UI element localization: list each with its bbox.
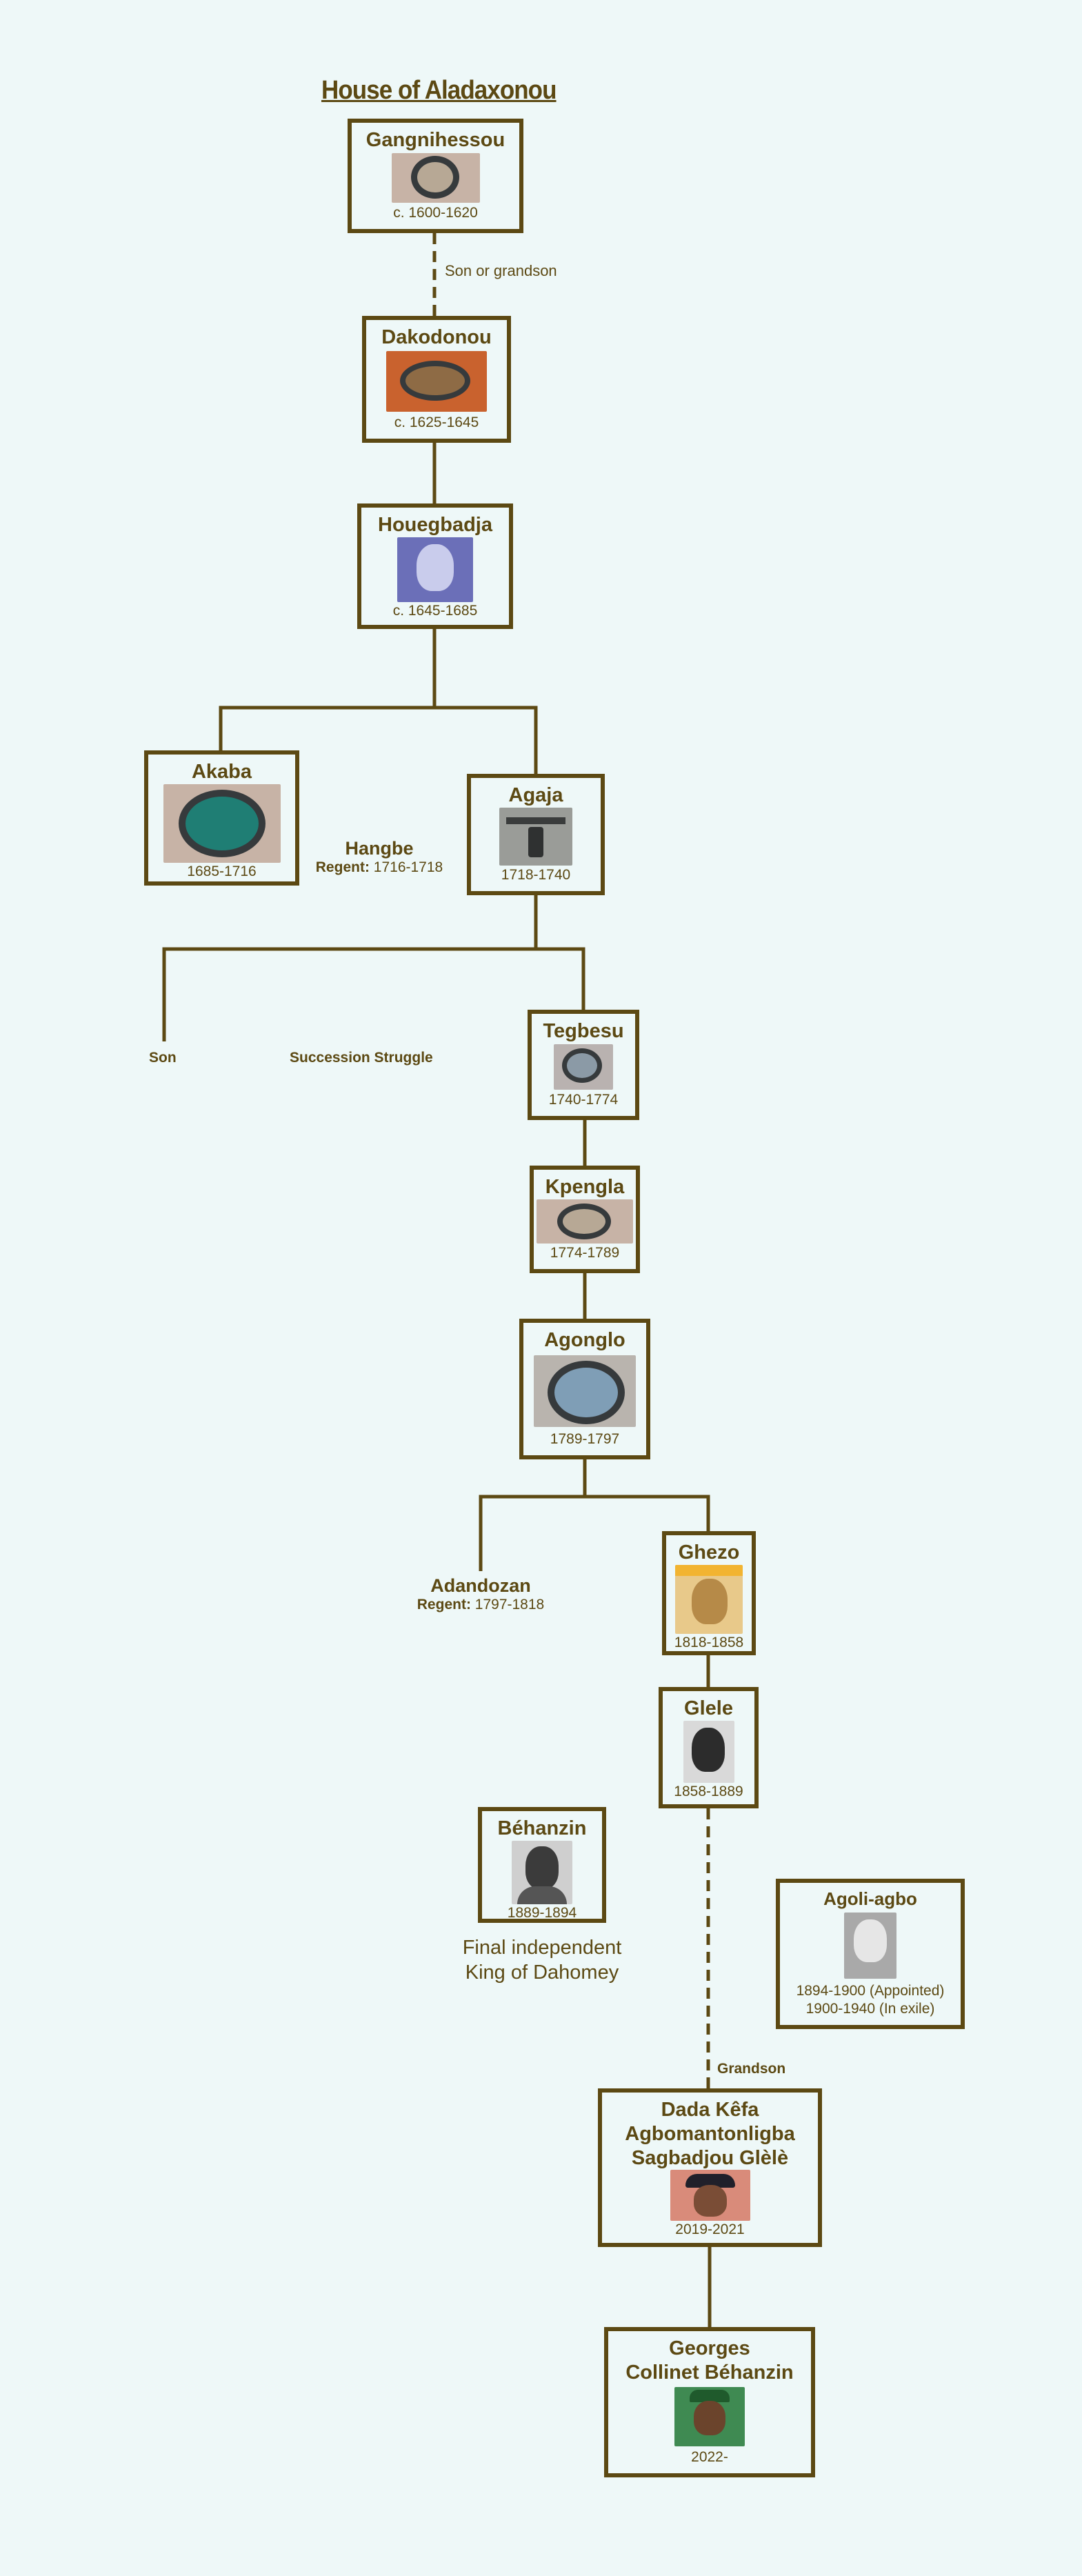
regent-dates: 1716-1718 xyxy=(373,859,443,875)
ruler-name-line-3: Sagbadjou Glèlè xyxy=(631,2146,789,2169)
ruler-akaba: Akaba 1685-1716 xyxy=(144,750,299,886)
note-line-2: King of Dahomey xyxy=(465,1961,619,1984)
note-final-king: Final independent King of Dahomey xyxy=(441,1935,643,1986)
connector-agaja-son xyxy=(162,947,536,1041)
ruler-dakodonou: Dakodonou c. 1625-1645 xyxy=(362,316,511,443)
ruler-agonglo: Agonglo 1789-1797 xyxy=(519,1319,650,1459)
emblem-image xyxy=(537,1199,633,1244)
regent-hangbe: Hangbe Regent: 1716-1718 xyxy=(303,838,455,876)
ruler-dadakefa: Dada Kêfa Agbomantonligba Sagbadjou Glèl… xyxy=(598,2088,822,2247)
label-son: Son xyxy=(149,1050,177,1066)
ruler-name: Glele xyxy=(684,1697,733,1719)
emblem-image xyxy=(386,351,487,412)
regent-adandozan: Adandozan Regent: 1797-1818 xyxy=(400,1575,561,1613)
ruler-name: Béhanzin xyxy=(497,1817,587,1839)
connector-agonglo-children xyxy=(479,1459,587,1571)
reign-dates-appointed: 1894-1900 (Appointed) xyxy=(796,1982,945,1999)
reign-dates: 1889-1894 xyxy=(507,1904,577,1921)
chart-title: House of Aladaxonou xyxy=(321,76,557,105)
ruler-agaja: Agaja 1718-1740 xyxy=(467,774,605,895)
portrait-image xyxy=(670,2170,750,2221)
emblem-image xyxy=(534,1355,636,1428)
reign-dates: 1685-1716 xyxy=(187,863,257,879)
reign-dates: c. 1625-1645 xyxy=(394,414,479,430)
ruler-behanzin: Béhanzin 1889-1894 xyxy=(478,1807,606,1923)
regent-label: Regent: xyxy=(417,1597,471,1613)
reign-dates-exile: 1900-1940 (In exile) xyxy=(805,2000,935,2017)
ruler-gangnihessou: Gangnihessou c. 1600-1620 xyxy=(348,119,523,233)
portrait-image xyxy=(397,537,473,602)
ruler-houegbadja: Houegbadja c. 1645-1685 xyxy=(357,503,513,629)
reign-dates: 1818-1858 xyxy=(674,1634,744,1650)
ruler-agoliagbo: Agoli-agbo 1894-1900 (Appointed) 1900-19… xyxy=(776,1879,965,2029)
label-succession-struggle: Succession Struggle xyxy=(290,1050,433,1066)
reign-dates: c. 1645-1685 xyxy=(392,602,478,619)
ruler-name: Akaba xyxy=(191,761,252,783)
reign-dates: 1774-1789 xyxy=(550,1244,620,1261)
portrait-image xyxy=(844,1913,896,1979)
emblem-image xyxy=(499,808,572,866)
ruler-name: Dakodonou xyxy=(381,326,492,348)
connector-houegbadja-agaja xyxy=(434,706,538,774)
emblem-image xyxy=(163,783,281,863)
note-line-1: Final independent xyxy=(462,1937,622,1959)
ruler-name: Tegbesu xyxy=(543,1020,624,1042)
emblem-image xyxy=(391,153,480,203)
label-son-or-grandson: Son or grandson xyxy=(445,262,557,279)
label-grandson: Grandson xyxy=(717,2061,786,2077)
connector-houegbadja-children xyxy=(219,629,437,750)
reign-dates: 1858-1889 xyxy=(674,1783,743,1799)
reign-dates: 2019-2021 xyxy=(675,2221,745,2238)
ruler-name-line-2: Collinet Béhanzin xyxy=(625,2361,794,2384)
connector-agaja-tegbesu xyxy=(536,947,585,1010)
regent-name: Hangbe xyxy=(345,838,414,859)
connector-agonglo-ghezo xyxy=(585,1495,710,1531)
ruler-name: Kpengla xyxy=(545,1176,625,1198)
regent-dates: 1797-1818 xyxy=(474,1597,545,1613)
ruler-name: Gangnihessou xyxy=(365,129,505,151)
regent-label: Regent: xyxy=(315,859,370,875)
ruler-name-line-1: Dada Kêfa xyxy=(661,2099,759,2121)
reign-dates: 1718-1740 xyxy=(501,866,571,883)
ruler-name: Agoli-agbo xyxy=(823,1888,917,1909)
ruler-name: Ghezo xyxy=(678,1541,740,1564)
ruler-name: Agaja xyxy=(508,784,563,806)
ruler-kpengla: Kpengla 1774-1789 xyxy=(530,1166,640,1273)
reign-dates: 1740-1774 xyxy=(548,1091,619,1108)
emblem-image xyxy=(554,1044,613,1090)
portrait-image xyxy=(674,2386,745,2446)
reign-dates: 1789-1797 xyxy=(550,1430,620,1447)
portrait-image xyxy=(512,1840,572,1904)
ruler-name: Houegbadja xyxy=(378,514,492,536)
reign-dates: c. 1600-1620 xyxy=(393,204,478,221)
reign-dates: 2022- xyxy=(691,2448,728,2465)
regent-name: Adandozan xyxy=(430,1575,531,1596)
ruler-ghezo: Ghezo 1818-1858 xyxy=(662,1531,756,1655)
portrait-image xyxy=(683,1720,734,1783)
portrait-image xyxy=(675,1564,743,1634)
ruler-glele: Glele 1858-1889 xyxy=(659,1687,759,1808)
ruler-georges: Georges Collinet Béhanzin 2022- xyxy=(604,2327,815,2477)
ruler-name-line-2: Agbomantonligba xyxy=(625,2122,795,2145)
ruler-name-line-1: Georges xyxy=(669,2337,750,2359)
ruler-name: Agonglo xyxy=(544,1329,625,1351)
ruler-tegbesu: Tegbesu 1740-1774 xyxy=(528,1010,639,1120)
